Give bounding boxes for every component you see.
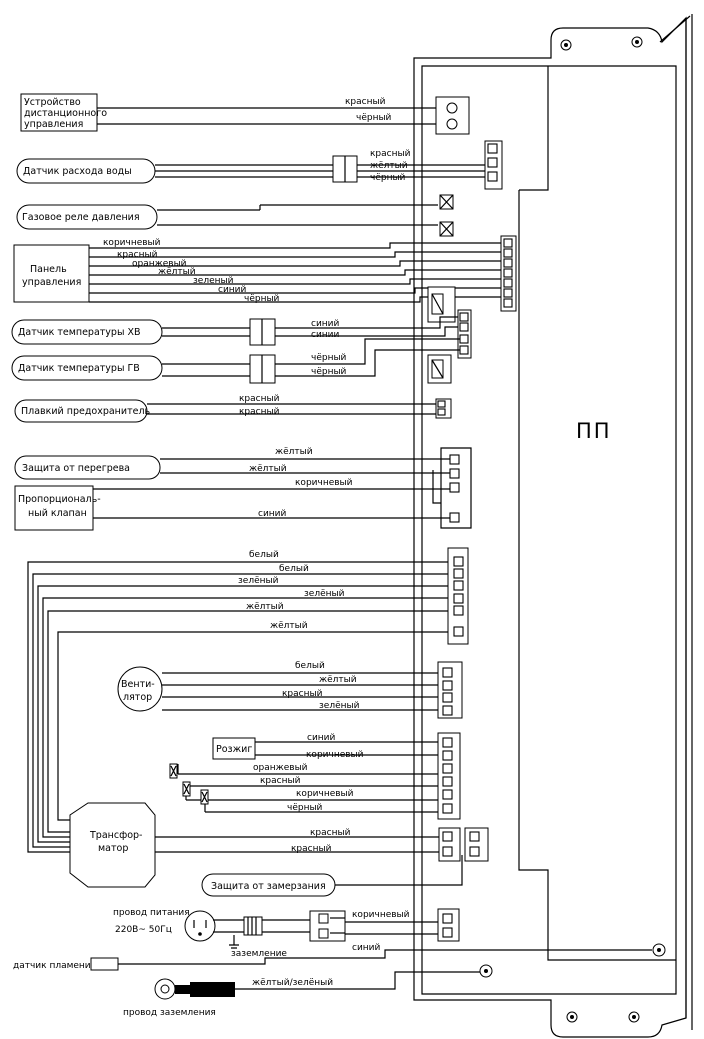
flow-sensor: Датчик расхода воды красный жёлтый чёрны… (16, 140, 503, 190)
gas-pressure-relay: Газовое реле давления (16, 194, 454, 237)
fan-motor: Венти- лятор белый жёлтый красный зелёны… (117, 661, 463, 719)
wire-color-label: белый (295, 661, 325, 671)
igniter: Розжиг синий коричневый оранжевый красны… (169, 732, 461, 820)
wire-color-label: коричневый (103, 238, 161, 248)
component-label: провод питания (113, 908, 190, 918)
component-label: 220В~ 50Гц (115, 925, 172, 935)
wire-color-label: зелёный (238, 576, 279, 586)
power-plug-icon (184, 910, 216, 942)
component-label: управления (22, 277, 81, 288)
power-connector-icon (309, 910, 346, 942)
control-panel: Панель управления коричневый красный ора… (13, 235, 517, 323)
hot-water-temp-sensor: Датчик температуры ГВ чёрный чёрный (11, 338, 460, 384)
component-label: дистанционного (24, 108, 107, 119)
component-label: Венти- (121, 679, 155, 690)
wire-color-label: зелёный (319, 701, 360, 711)
component-label: датчик пламени (13, 961, 91, 971)
wire-color-label: красный (370, 149, 411, 159)
component-label: Плавкий предохранитель (21, 406, 151, 417)
wire-color-label: жёлтый/зелёный (252, 978, 333, 988)
wire-color-label: чёрный (287, 803, 323, 813)
component-label: управления (24, 119, 83, 130)
wire-color-label: коричневый (295, 478, 353, 488)
component-label: Защита от замерзания (211, 881, 326, 892)
wire-color-label: красный (260, 776, 301, 786)
wire-color-label: чёрный (311, 353, 347, 363)
remote-control-unit: Устройство дистанционного управления кра… (20, 93, 470, 135)
wire-color-label: красный (117, 250, 158, 260)
component-label: Газовое реле давления (22, 212, 140, 223)
component-label: Пропорциональ- (18, 494, 101, 505)
wire-color-label: чёрный (244, 294, 280, 304)
wire-color-label: жёлтый (319, 675, 357, 685)
component-label: заземление (231, 949, 287, 959)
connector-six-pin: белый белый зелёный зелёный жёлтый жёлты… (27, 547, 469, 853)
component-label: Датчик температуры ХВ (18, 327, 141, 338)
wire-color-label: синий (258, 509, 287, 519)
cold-water-temp-sensor: Датчик температуры ХВ синий синии (11, 309, 472, 359)
wire-color-label: чёрный (356, 113, 392, 123)
wire-color-label: синий (352, 943, 381, 953)
wire-color-label: синий (311, 319, 340, 329)
wire-color-label: оранжевый (132, 259, 187, 269)
wire-color-label: синии (311, 330, 340, 340)
wire-color-label: жёлтый (249, 464, 287, 474)
freeze-protection: Защита от замерзания (201, 855, 463, 897)
wire-color-label: красный (345, 97, 386, 107)
wire-color-label: коричневый (352, 910, 410, 920)
component-label: лятор (123, 692, 152, 703)
component-label: Устройство (24, 97, 81, 108)
wire-color-label: коричневый (306, 750, 364, 760)
wire-color-label: жёлтый (246, 602, 284, 612)
wire-color-label: белый (249, 550, 279, 560)
overheat-protection: Защита от перегрева жёлтый жёлтый коричн… (14, 447, 452, 488)
component-label: Трансфор- (89, 830, 142, 841)
wire-color-label: чёрный (370, 173, 406, 183)
gas-valve-icon (169, 763, 209, 805)
transformer: Трансфор- матор красный красный (69, 802, 489, 888)
component-label: провод заземления (123, 1008, 216, 1018)
component-label: Датчик расхода воды (23, 166, 132, 177)
component-label: Панель (30, 264, 67, 275)
component-label: ный клапан (28, 508, 87, 519)
wire-color-label: жёлтый (270, 621, 308, 631)
wire-color-label: красный (310, 828, 351, 838)
component-label: Защита от перегрева (22, 463, 130, 474)
wire-color-label: коричневый (296, 789, 354, 799)
ground-wire: жёлтый/зелёный провод заземления (123, 964, 493, 1018)
wire-color-label: жёлтый (275, 447, 313, 457)
wire-color-label: белый (279, 564, 309, 574)
wire-color-label: зелёный (304, 589, 345, 599)
proportional-valve: Пропорциональ- ный клапан синий (14, 447, 472, 531)
wire-color-label: красный (239, 407, 280, 417)
wire-color-label: оранжевый (253, 763, 308, 773)
component-label: матор (98, 843, 128, 854)
wire-color-label: синий (307, 733, 336, 743)
wire-color-label: жёлтый (158, 267, 196, 277)
wire-color-label: синий (218, 285, 247, 295)
wire-color-label: чёрный (311, 367, 347, 377)
wire-color-label: зеленый (193, 276, 234, 286)
wire-color-label: красный (239, 394, 280, 404)
wire-color-label: жёлтый (370, 161, 408, 171)
board-label: ПП (576, 419, 612, 443)
component-label: Розжиг (216, 744, 252, 755)
wire-color-label: красный (282, 689, 323, 699)
component-label: Датчик температуры ГВ (18, 363, 140, 374)
wire-color-label: красный (291, 844, 332, 854)
control-board: ПП (413, 14, 693, 1038)
thermal-fuse: Плавкий предохранитель красный красный (14, 394, 452, 423)
power-cord: провод питания 220В~ 50Гц заземление кор… (113, 908, 460, 959)
flame-sensor: датчик пламени синий (13, 943, 666, 971)
